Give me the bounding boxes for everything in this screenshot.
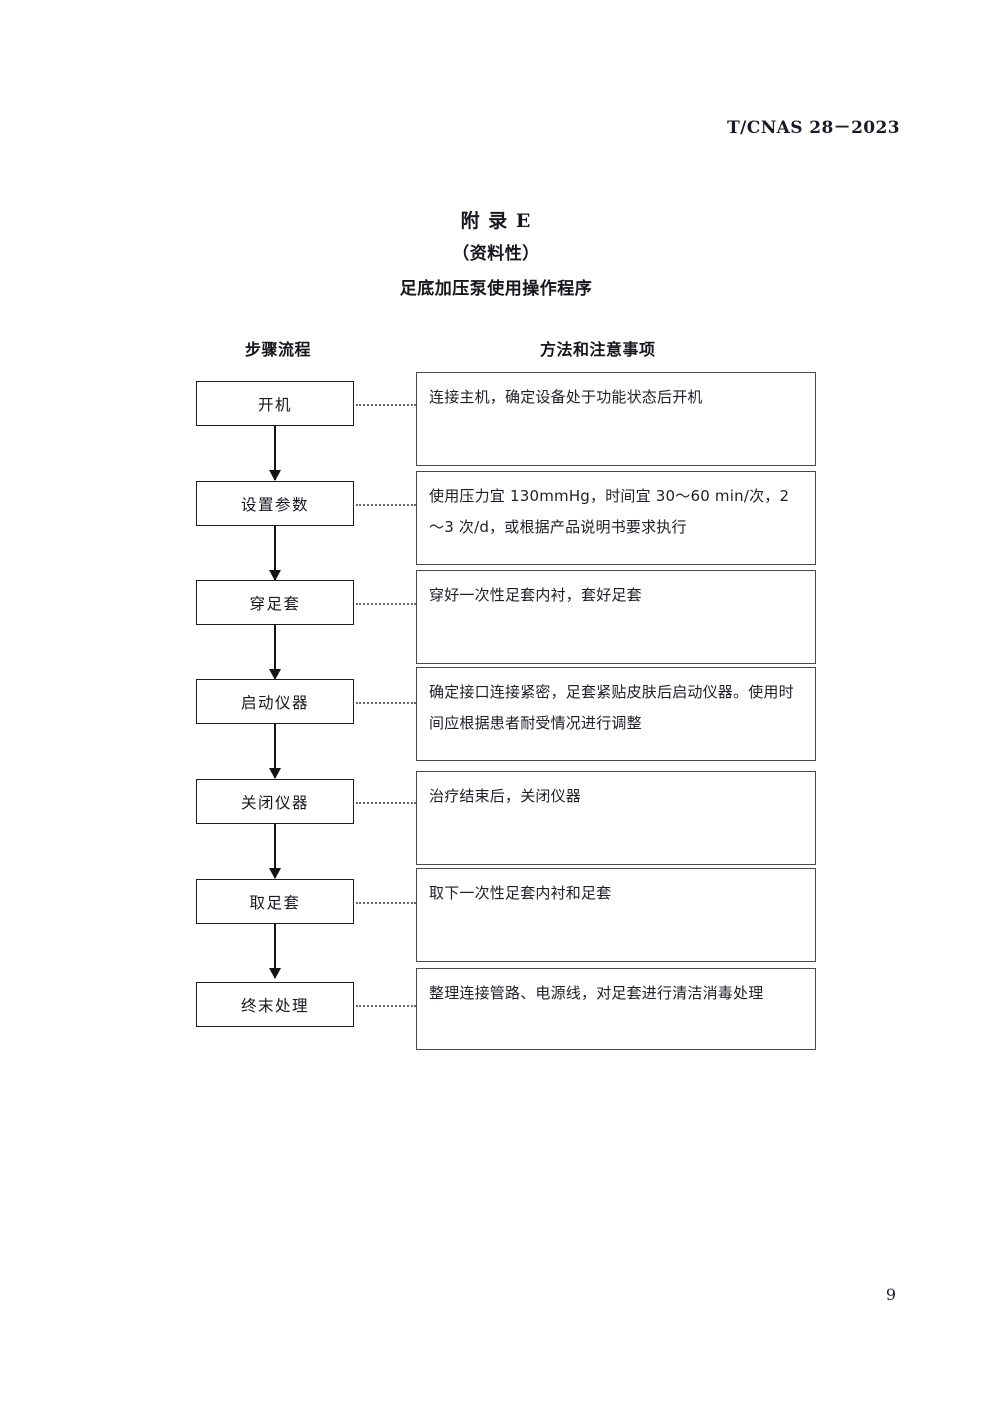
annex-name: 足底加压泵使用操作程序 (399, 279, 593, 299)
flow-step-box[interactable]: 开机 (196, 381, 354, 426)
flow-description-text: 治疗结束后，关闭仪器 (429, 787, 582, 805)
flow-arrow-down (269, 824, 281, 879)
flow-step-box[interactable]: 终末处理 (196, 982, 354, 1027)
flow-description-box: 确定接口连接紧密，足套紧贴皮肤后启动仪器。使用时间应根据患者耐受情况进行调整 (416, 667, 816, 761)
flow-description-text: 使用压力宜 130mmHg，时间宜 30～60 min/次，2～3 次/d，或根… (429, 487, 790, 536)
flow-step-label: 关闭仪器 (240, 793, 309, 812)
flow-arrow-down (269, 924, 281, 979)
flow-step-label: 取足套 (249, 893, 301, 912)
flow-description-text: 整理连接管路、电源线，对足套进行清洁消毒处理 (429, 984, 764, 1002)
flow-description-text: 确定接口连接紧密，足套紧贴皮肤后启动仪器。使用时间应根据患者耐受情况进行调整 (429, 683, 794, 732)
flow-description-box: 取下一次性足套内衬和足套 (416, 868, 816, 962)
flow-connector-dotted (356, 802, 416, 804)
flow-description-box: 连接主机，确定设备处于功能状态后开机 (416, 372, 816, 466)
flow-description-box: 治疗结束后，关闭仪器 (416, 771, 816, 865)
annex-label: 附 录 E (460, 210, 532, 232)
flow-step-label: 设置参数 (240, 495, 309, 514)
flow-arrow-down (269, 724, 281, 779)
column-header-methods: 方法和注意事项 (540, 340, 656, 359)
flow-step-box[interactable]: 关闭仪器 (196, 779, 354, 824)
flow-description-text: 连接主机，确定设备处于功能状态后开机 (429, 388, 703, 406)
flow-description-text: 穿好一次性足套内衬，套好足套 (429, 586, 642, 604)
flow-step-label: 启动仪器 (240, 693, 309, 712)
flow-description-box: 使用压力宜 130mmHg，时间宜 30～60 min/次，2～3 次/d，或根… (416, 471, 816, 565)
flow-arrow-down (269, 426, 281, 481)
flow-arrow-down (269, 625, 281, 680)
flow-description-text: 取下一次性足套内衬和足套 (429, 884, 612, 902)
flow-step-label: 开机 (257, 395, 292, 414)
annex-kind: （资料性） (452, 244, 540, 264)
page-header-standard-code: T/CNAS 28－2023 (727, 118, 900, 138)
flow-connector-dotted (356, 603, 416, 605)
flow-connector-dotted (356, 504, 416, 506)
flow-step-label: 终末处理 (240, 996, 309, 1015)
flow-step-box[interactable]: 设置参数 (196, 481, 354, 526)
annex-title-block: 附 录 E （资料性） 足底加压泵使用操作程序 (0, 206, 992, 306)
flow-step-box[interactable]: 穿足套 (196, 580, 354, 625)
flow-connector-dotted (356, 1005, 416, 1007)
flow-step-box[interactable]: 启动仪器 (196, 679, 354, 724)
flow-step-label: 穿足套 (249, 594, 301, 613)
flow-connector-dotted (356, 404, 416, 406)
column-header-steps: 步骤流程 (245, 340, 312, 359)
flow-description-box: 穿好一次性足套内衬，套好足套 (416, 570, 816, 664)
flow-step-box[interactable]: 取足套 (196, 879, 354, 924)
flow-arrow-down (269, 526, 281, 581)
flow-description-box: 整理连接管路、电源线，对足套进行清洁消毒处理 (416, 968, 816, 1050)
flow-connector-dotted (356, 902, 416, 904)
page-number: 9 (885, 1285, 896, 1304)
flow-connector-dotted (356, 702, 416, 704)
